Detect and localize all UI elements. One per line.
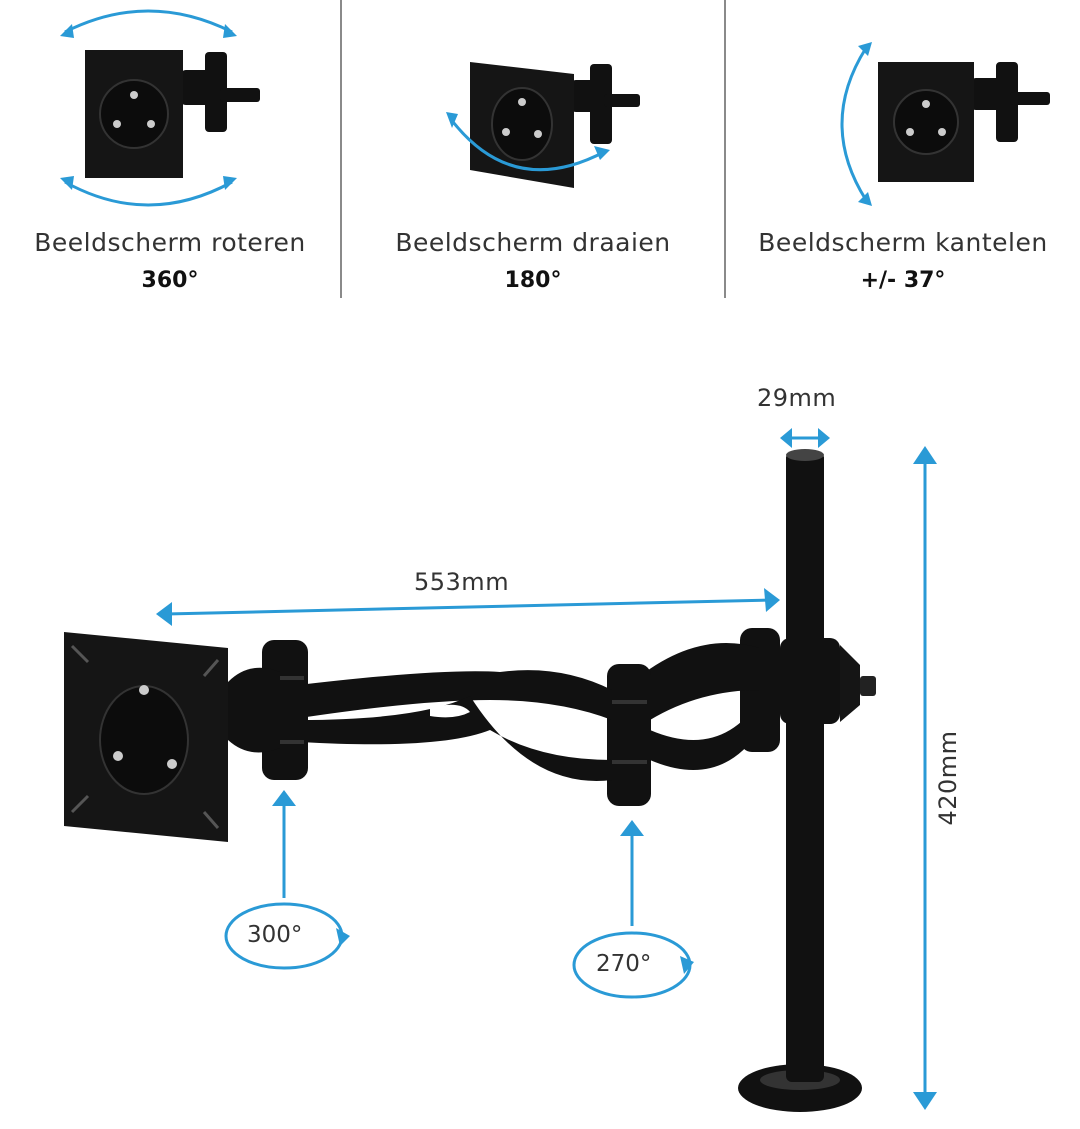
pole-height-arrow (913, 446, 937, 1110)
swivel-illustration (446, 62, 640, 188)
vesa-plate (64, 632, 228, 842)
feature-value: 360° (141, 268, 199, 293)
head-joint (228, 640, 308, 780)
inner-arm (290, 670, 612, 781)
pole-clamp (780, 638, 876, 724)
feature-label: Beeldscherm kantelen (758, 228, 1048, 257)
arm-icon (180, 52, 260, 132)
feature-label: Beeldscherm draaien (395, 228, 671, 257)
feature-label: Beeldscherm roteren (34, 228, 306, 257)
feature-tilt-panel: Beeldscherm kantelen +/- 37° (726, 0, 1080, 300)
feature-swivel-panel: Beeldscherm draaien 180° (342, 0, 724, 300)
arm-reach-arrow (156, 588, 780, 626)
feature-value: 180° (504, 268, 562, 293)
middle-joint (607, 664, 651, 806)
pole (786, 452, 824, 1082)
joint-2-pointer (572, 820, 694, 999)
joint-1-pointer (224, 790, 350, 970)
pole-diameter-arrow (780, 428, 830, 448)
outer-arm (640, 628, 780, 770)
joint-2-angle-label: 270° (596, 951, 652, 977)
divider (340, 0, 342, 298)
pole-diameter-label: 29mm (757, 384, 837, 412)
joint-1-angle-label: 300° (247, 922, 303, 948)
pole-height-label: 420mm (934, 730, 962, 826)
rotate-illustration (60, 9, 260, 207)
arm-reach-label: 553mm (414, 568, 510, 596)
divider (724, 0, 726, 298)
arm-icon (570, 64, 640, 144)
feature-rotate-panel: Beeldscherm roteren 360° (0, 0, 340, 300)
tilt-illustration (840, 42, 1050, 206)
feature-value: +/- 37° (860, 268, 946, 293)
arm-icon (970, 62, 1050, 142)
